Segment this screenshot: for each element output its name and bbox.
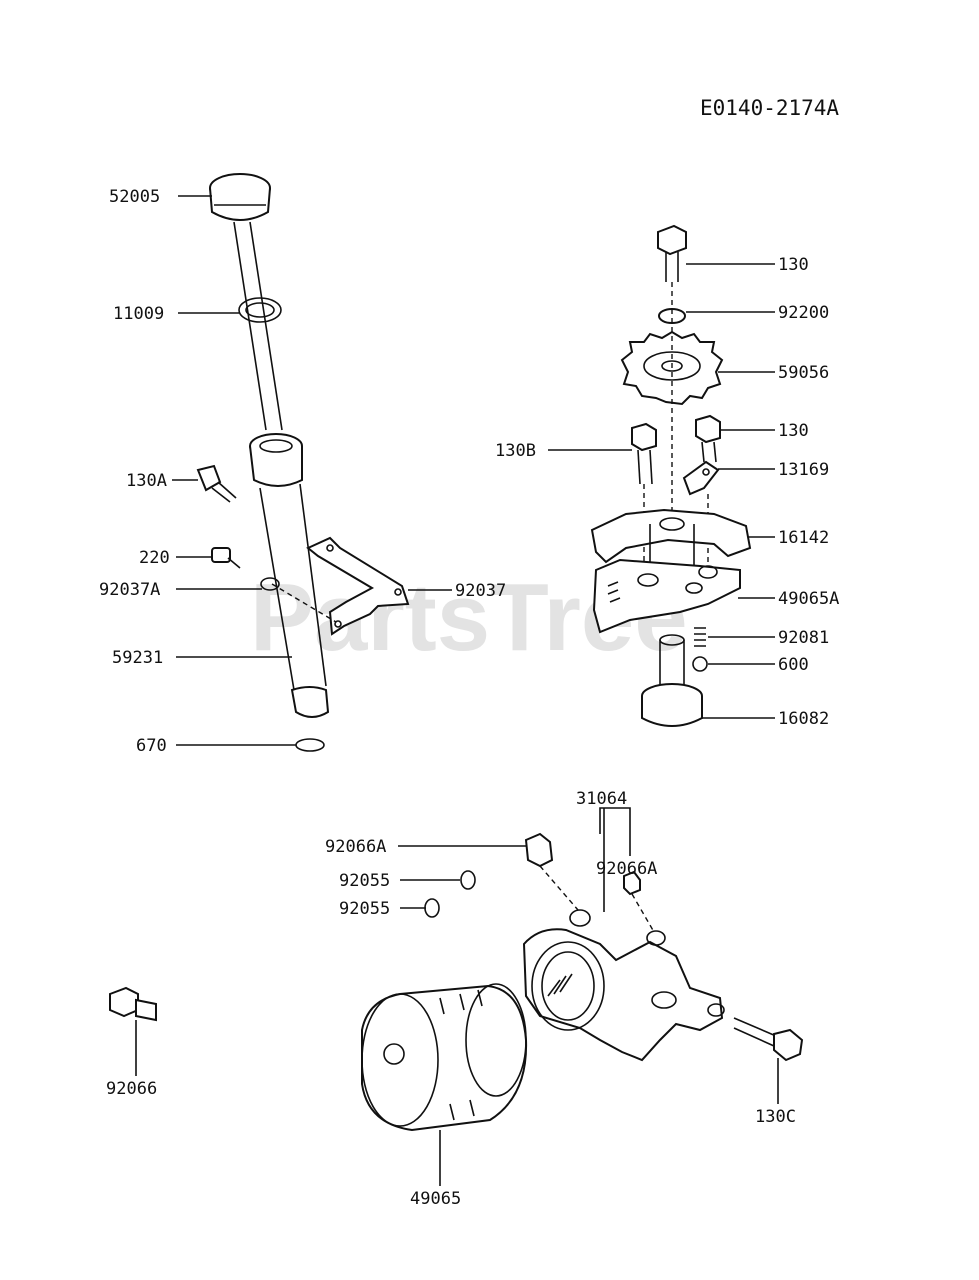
label-130-top: 130 bbox=[778, 255, 809, 275]
bolt-130B[interactable] bbox=[631, 422, 657, 485]
drain-plug-92066[interactable] bbox=[109, 986, 157, 1022]
o-ring-92055-a[interactable] bbox=[460, 870, 476, 890]
dipstick-tube-59231[interactable] bbox=[249, 433, 330, 718]
pump-body-49065A[interactable] bbox=[592, 558, 741, 634]
label-130-mid: 130 bbox=[778, 421, 809, 441]
label-600: 600 bbox=[778, 655, 809, 675]
bolt-220[interactable] bbox=[211, 547, 241, 569]
pump-cover-16142[interactable] bbox=[590, 508, 752, 574]
o-ring-92055-b[interactable] bbox=[424, 898, 440, 918]
label-92081: 92081 bbox=[778, 628, 829, 648]
label-130B: 130B bbox=[495, 441, 536, 461]
label-16082: 16082 bbox=[778, 709, 829, 729]
plate-13169[interactable] bbox=[682, 460, 720, 496]
label-49065: 49065 bbox=[410, 1189, 461, 1209]
label-59056: 59056 bbox=[778, 363, 829, 383]
label-130A: 130A bbox=[126, 471, 167, 491]
bracket-92037[interactable] bbox=[306, 536, 410, 636]
label-92037: 92037 bbox=[455, 581, 506, 601]
bolt-130A[interactable] bbox=[196, 464, 237, 503]
label-220: 220 bbox=[139, 548, 170, 568]
o-ring-670[interactable] bbox=[295, 738, 325, 752]
bolt-130-top[interactable] bbox=[657, 224, 687, 282]
label-11009: 11009 bbox=[113, 304, 164, 324]
label-92066A-left: 92066A bbox=[325, 837, 386, 857]
label-92200: 92200 bbox=[778, 303, 829, 323]
dipstick-rod bbox=[233, 221, 283, 431]
shaft-16082[interactable] bbox=[641, 634, 703, 727]
label-92055-a: 92055 bbox=[339, 871, 390, 891]
label-49065A: 49065A bbox=[778, 589, 839, 609]
label-52005: 52005 bbox=[109, 187, 160, 207]
oil-filter-49065[interactable] bbox=[361, 983, 528, 1132]
label-670: 670 bbox=[136, 736, 167, 756]
label-92055-b: 92055 bbox=[339, 899, 390, 919]
diagram-code: E0140-2174A bbox=[700, 96, 839, 120]
plug-92066A-left[interactable] bbox=[524, 832, 554, 868]
bolt-130-mid[interactable] bbox=[695, 414, 721, 463]
label-92066: 92066 bbox=[106, 1079, 157, 1099]
bolt-130C[interactable] bbox=[733, 1017, 804, 1062]
label-16142: 16142 bbox=[778, 528, 829, 548]
label-31064: 31064 bbox=[576, 789, 627, 809]
dipstick-cap-52005[interactable] bbox=[209, 173, 271, 221]
label-92066A-right: 92066A bbox=[596, 859, 657, 879]
label-59231: 59231 bbox=[112, 648, 163, 668]
plug-92066A-right[interactable] bbox=[623, 870, 641, 896]
o-ring-11009[interactable] bbox=[238, 297, 282, 323]
label-92037A: 92037A bbox=[99, 580, 160, 600]
label-13169: 13169 bbox=[778, 460, 829, 480]
washer-92037A[interactable] bbox=[260, 577, 280, 591]
filter-housing-31064[interactable] bbox=[522, 909, 725, 1062]
ball-600[interactable] bbox=[692, 656, 708, 672]
spring-92081[interactable] bbox=[694, 627, 706, 647]
label-130C: 130C bbox=[755, 1107, 796, 1127]
